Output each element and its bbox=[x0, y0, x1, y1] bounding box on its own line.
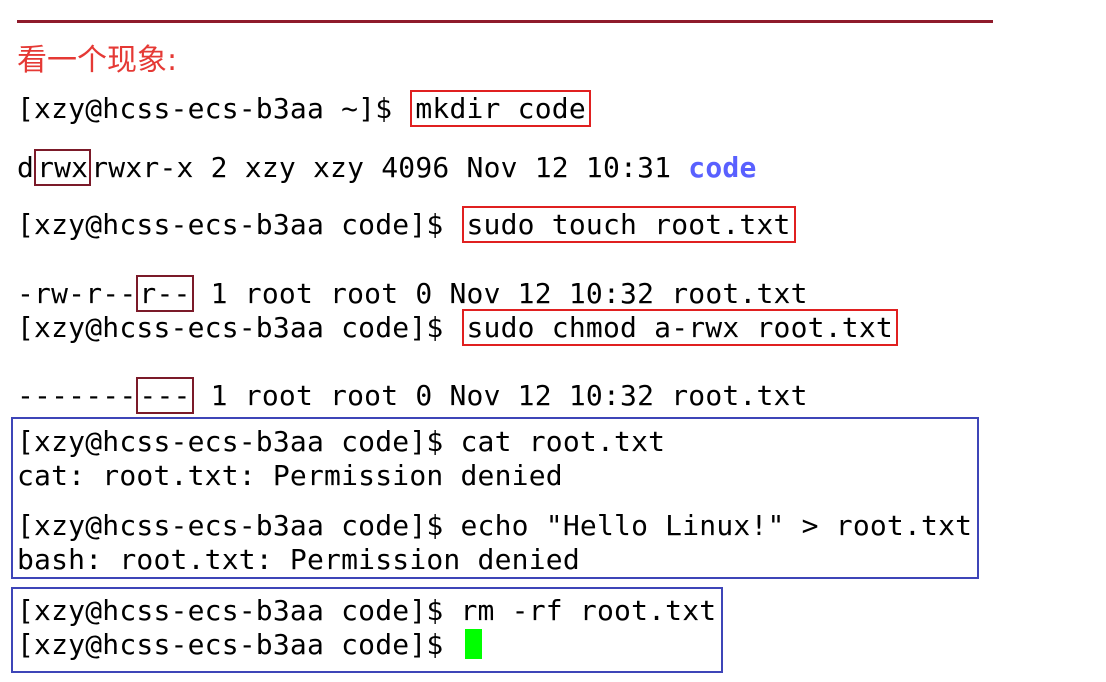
terminal-line-final-prompt: [xzy@hcss-ecs-b3aa code]$ bbox=[17, 628, 482, 662]
listing-details: 1 root root 0 Nov 12 10:32 root.txt bbox=[193, 379, 808, 412]
terminal-cursor bbox=[464, 629, 482, 659]
other-permission-highlight: r-- bbox=[136, 275, 194, 312]
permission-prefix: ------- bbox=[17, 379, 137, 412]
terminal-line-cat: [xzy@hcss-ecs-b3aa code]$ cat root.txt bbox=[17, 425, 666, 458]
shell-prompt: [xzy@hcss-ecs-b3aa code]$ bbox=[17, 311, 461, 344]
permission-type: d bbox=[17, 151, 35, 184]
remove-file-group bbox=[11, 587, 723, 673]
terminal-line-touch: [xzy@hcss-ecs-b3aa code]$ sudo touch roo… bbox=[17, 206, 796, 243]
terminal-line-cat-error: cat: root.txt: Permission denied bbox=[17, 459, 563, 492]
shell-prompt: [xzy@hcss-ecs-b3aa code]$ bbox=[17, 628, 461, 661]
section-heading: 看一个现象: bbox=[17, 43, 178, 78]
owner-permission-highlight: rwx bbox=[34, 149, 92, 186]
terminal-line-mkdir: [xzy@hcss-ecs-b3aa ~]$ mkdir code bbox=[17, 90, 591, 127]
listing-details: 1 root root 0 Nov 12 10:32 root.txt bbox=[193, 277, 808, 310]
permission-prefix: -rw-r-- bbox=[17, 277, 137, 310]
terminal-line-ls-root-1: -rw-r--r-- 1 root root 0 Nov 12 10:32 ro… bbox=[17, 275, 808, 312]
shell-prompt: [xzy@hcss-ecs-b3aa code]$ bbox=[17, 208, 461, 241]
terminal-line-ls-root-2: ---------- 1 root root 0 Nov 12 10:32 ro… bbox=[17, 377, 808, 414]
terminal-line-rm: [xzy@hcss-ecs-b3aa code]$ rm -rf root.tx… bbox=[17, 594, 717, 627]
terminal-line-bash-error: bash: root.txt: Permission denied bbox=[17, 543, 580, 576]
shell-prompt: [xzy@hcss-ecs-b3aa ~]$ bbox=[17, 92, 410, 125]
other-permission-highlight: --- bbox=[136, 377, 194, 414]
directory-name: code bbox=[688, 151, 757, 184]
terminal-line-echo: [xzy@hcss-ecs-b3aa code]$ echo "Hello Li… bbox=[17, 509, 973, 542]
listing-details: rwxr-x 2 xzy xzy 4096 Nov 12 10:31 bbox=[91, 151, 689, 184]
terminal-line-chmod: [xzy@hcss-ecs-b3aa code]$ sudo chmod a-r… bbox=[17, 309, 898, 346]
highlighted-command-mkdir: mkdir code bbox=[410, 90, 591, 127]
permission-denied-group bbox=[11, 417, 979, 579]
highlighted-command-chmod: sudo chmod a-rwx root.txt bbox=[461, 309, 898, 346]
top-divider bbox=[17, 20, 993, 23]
highlighted-command-touch: sudo touch root.txt bbox=[461, 206, 796, 243]
